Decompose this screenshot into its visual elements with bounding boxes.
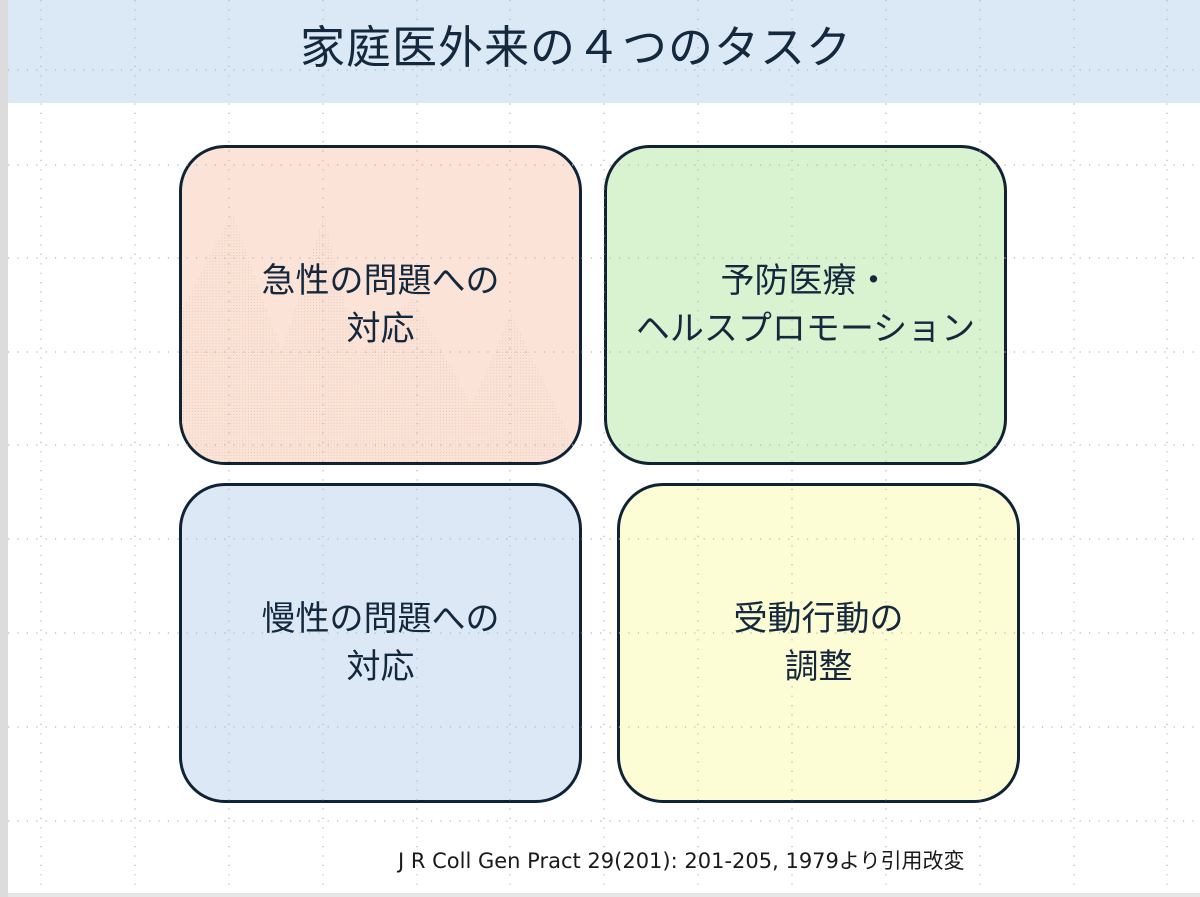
box-label: 予防医療・ ヘルスプロモーション xyxy=(635,261,976,349)
box-prevention-health-promotion[interactable]: 予防医療・ ヘルスプロモーション xyxy=(604,145,1007,465)
box-acute-problems[interactable]: 急性の問題への 対応 xyxy=(179,145,582,465)
box-chronic-problems[interactable]: 慢性の問題への 対応 xyxy=(179,483,582,803)
zigzag-pattern xyxy=(182,211,579,462)
box-label: 急性の問題への 対応 xyxy=(261,261,500,349)
left-panel-strip xyxy=(0,0,8,897)
box-label: 慢性の問題への 対応 xyxy=(261,599,500,687)
box-illness-behavior[interactable]: 受動行動の 調整 xyxy=(617,483,1020,803)
slide-canvas: 家庭医外来の４つのタスク 急性の問題への 対応 予防医療・ ヘルスプロモーション… xyxy=(8,0,1200,893)
box-label: 受動行動の 調整 xyxy=(733,599,904,687)
citation-text[interactable]: J R Coll Gen Pract 29(201): 201-205, 197… xyxy=(398,849,965,873)
slide-title[interactable]: 家庭医外来の４つのタスク xyxy=(300,21,853,74)
